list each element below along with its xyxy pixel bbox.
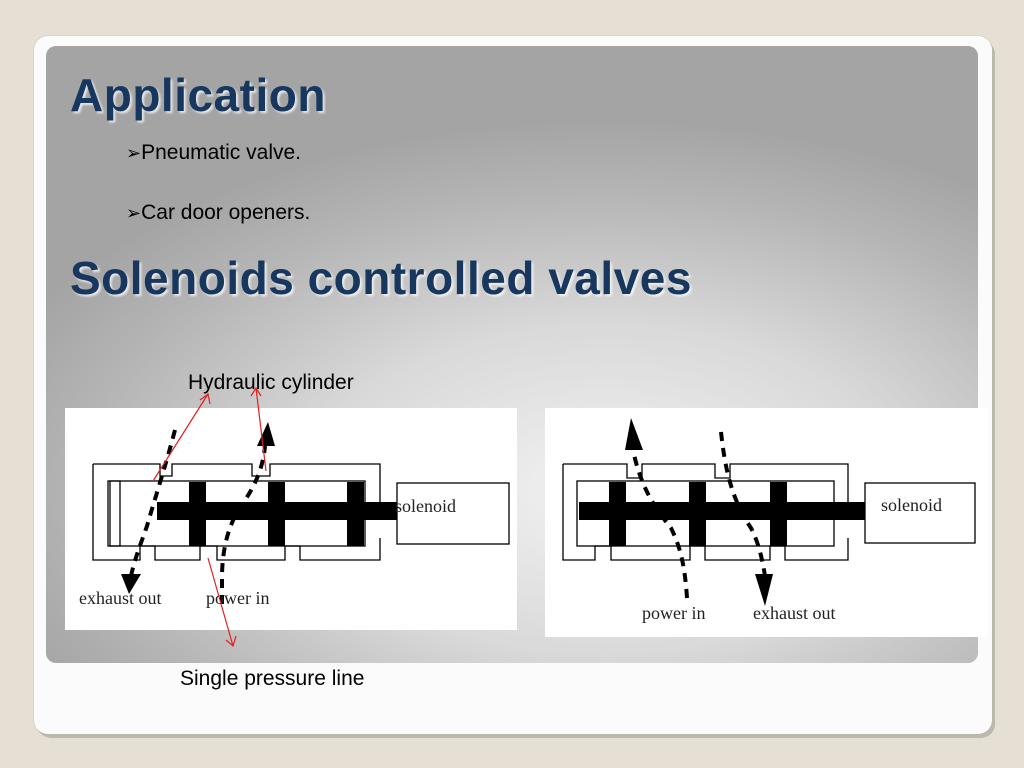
valve-diagram-right: solenoid power in exhaust out bbox=[545, 408, 988, 637]
valve-diagram-right-svg: solenoid power in exhaust out bbox=[562, 418, 976, 623]
bullet-text: Pneumatic valve. bbox=[141, 141, 302, 164]
title-application: Application bbox=[70, 69, 326, 121]
solenoid-label: solenoid bbox=[881, 495, 942, 515]
single-pressure-line-label: Single pressure line bbox=[180, 667, 365, 690]
bullet-arrow-icon: ➢ bbox=[126, 143, 142, 163]
bullet-car-door-openers: ➢Car door openers. bbox=[126, 202, 310, 223]
exhaust-out-label: exhaust out bbox=[79, 588, 162, 608]
bullet-text: Car door openers. bbox=[141, 201, 311, 224]
solenoid-label: solenoid bbox=[395, 496, 456, 516]
power-in-label: power in bbox=[642, 603, 705, 623]
valve-diagram-left: solenoid exhaust out power in bbox=[65, 408, 517, 630]
valve-diagram-left-svg: solenoid exhaust out power in bbox=[79, 422, 510, 608]
bullet-arrow-icon: ➢ bbox=[126, 203, 142, 223]
hydraulic-cylinder-label: Hydraulic cylinder bbox=[188, 371, 354, 394]
bullet-pneumatic-valve: ➢Pneumatic valve. bbox=[126, 142, 301, 163]
exhaust-out-label: exhaust out bbox=[753, 603, 836, 623]
power-in-label: power in bbox=[206, 588, 269, 608]
title-solenoid-valves: Solenoids controlled valves bbox=[70, 252, 692, 304]
